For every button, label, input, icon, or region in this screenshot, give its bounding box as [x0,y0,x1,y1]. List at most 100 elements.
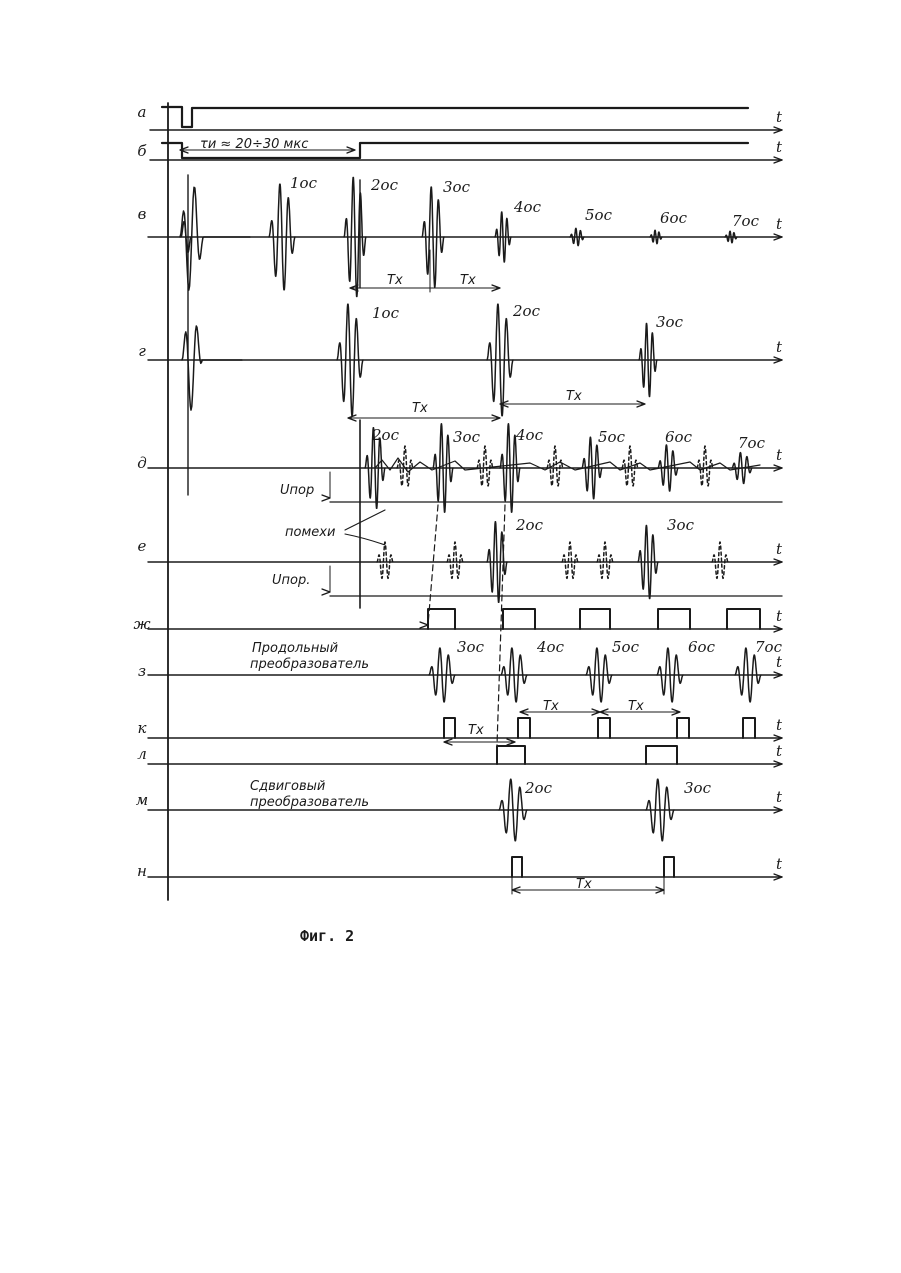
echo-v-5 [570,228,584,245]
time-label-zh: t [776,607,783,625]
echo-label-v-6: 6ос [660,209,688,227]
row-label-zh: ж [133,615,150,633]
gate-pulse-zh-5 [727,609,760,629]
echo-label-g-1: 1ос [372,304,400,322]
noise-e-1 [377,542,393,578]
echo-label-d-4: 5ос [598,428,626,446]
pulse-l-2 [646,746,677,764]
threshold-label-e: Uпор. [272,573,310,588]
tx-label-n: Tx [576,877,592,892]
time-label-v: t [776,215,783,233]
echo-label-m-1: 2ос [524,779,553,797]
noise-d-3 [547,446,563,486]
row-label-v: в [138,205,147,223]
echo-m-3 [646,779,674,840]
row-label-d: д [137,454,147,472]
gate-pulse-zh-2 [503,609,535,629]
noise-pointer-2 [345,534,385,545]
echo-label-v-2: 2ос [370,176,399,194]
main-bang-g [182,326,242,410]
threshold-label-d: Uпор [280,483,314,498]
echo-label-z-4: 6ос [688,638,716,656]
noise-e-2 [447,542,463,578]
signal-d-baseline-ripple [375,458,760,472]
diagram-labels: абвгдежзклмнttttttttttttτи ≈ 20÷30 мкс1о… [133,103,783,892]
echo-label-z-2: 4ос [536,638,565,656]
time-label-a: t [776,108,783,126]
echo-z-6 [657,648,683,702]
row-label-e: е [138,537,147,555]
noise-e-4 [597,542,613,578]
sync-pulse-a [162,107,748,127]
shear-title-1: Сдвиговый [250,779,325,794]
row-label-g: г [138,342,146,360]
tx-label-k-1: Tx [468,723,484,738]
echo-label-v-1: 1ос [290,174,318,192]
gate-pulse-zh-1 [428,609,455,629]
noise-e-3 [562,542,578,578]
tx-label-v-1: Tx [387,273,403,288]
echo-e-2 [487,522,507,603]
noise-e-5 [712,542,728,578]
echo-label-m-2: 3ос [684,779,712,797]
echo-label-z-5: 7ос [755,638,783,656]
echo-v-2 [344,178,366,297]
pulse-n-1 [512,857,522,877]
echo-label-d-6: 7ос [738,434,766,452]
dashed-link-1 [428,505,438,625]
time-label-l: t [776,742,783,760]
tx-label-g-1: Tx [412,401,428,416]
time-label-n: t [776,855,783,873]
pulse-n-2 [664,857,674,877]
pulse-k-5 [743,718,755,738]
time-label-d: t [776,446,783,464]
echo-v-4 [495,212,511,262]
row-label-l: л [137,745,147,763]
tx-label-g-2: Tx [566,389,582,404]
echo-label-d-2: 3ос [453,428,481,446]
pulse-width-label: τи ≈ 20÷30 мкс [200,137,308,152]
pulse-k-3 [598,718,610,738]
echo-label-v-3: 3ос [443,178,471,196]
echo-label-v-7: 7ос [732,212,760,230]
echo-v-7 [725,231,737,243]
echo-g-1 [337,304,363,415]
time-label-b: t [776,138,783,156]
time-label-m: t [776,788,783,806]
pulse-k-1 [444,718,455,738]
row-label-z: з [138,662,146,680]
time-label-e: t [776,540,783,558]
tx-label-v-2: Tx [460,273,476,288]
echo-label-v-5: 5ос [585,206,613,224]
echo-label-z-3: 5ос [612,638,640,656]
arrow-head [420,622,428,628]
echo-label-g-2: 2ос [512,302,541,320]
echo-v-3 [422,187,444,287]
arrow-head [322,495,330,501]
echo-g-3 [639,324,657,397]
row-label-a: а [138,103,147,121]
echo-e-3 [638,526,658,599]
echo-label-e-1: 2ос [515,516,544,534]
echo-label-d-3: 4ос [515,426,544,444]
echo-label-g-3: 3ос [656,313,684,331]
tx-label-k-3: Tx [628,699,644,714]
echo-label-d-5: 6ос [665,428,693,446]
gate-pulse-zh-4 [658,609,690,629]
echo-label-v-4: 4ос [513,198,542,216]
noise-d-2 [477,446,493,486]
echo-z-3 [429,648,455,702]
row-label-n: н [137,862,147,880]
shear-title-2: преобразователь [250,795,369,810]
figure-caption: Фиг. 2 [300,927,354,945]
time-label-k: t [776,716,783,734]
noise-label: помехи [285,525,335,540]
echo-z-7 [735,648,761,702]
echo-g-2 [487,304,513,415]
pulse-k-4 [677,718,689,738]
echo-label-e-2: 3ос [667,516,695,534]
longitudinal-title-1: Продольный [252,641,338,656]
echo-label-z-1: 3ос [457,638,485,656]
time-label-g: t [776,338,783,356]
